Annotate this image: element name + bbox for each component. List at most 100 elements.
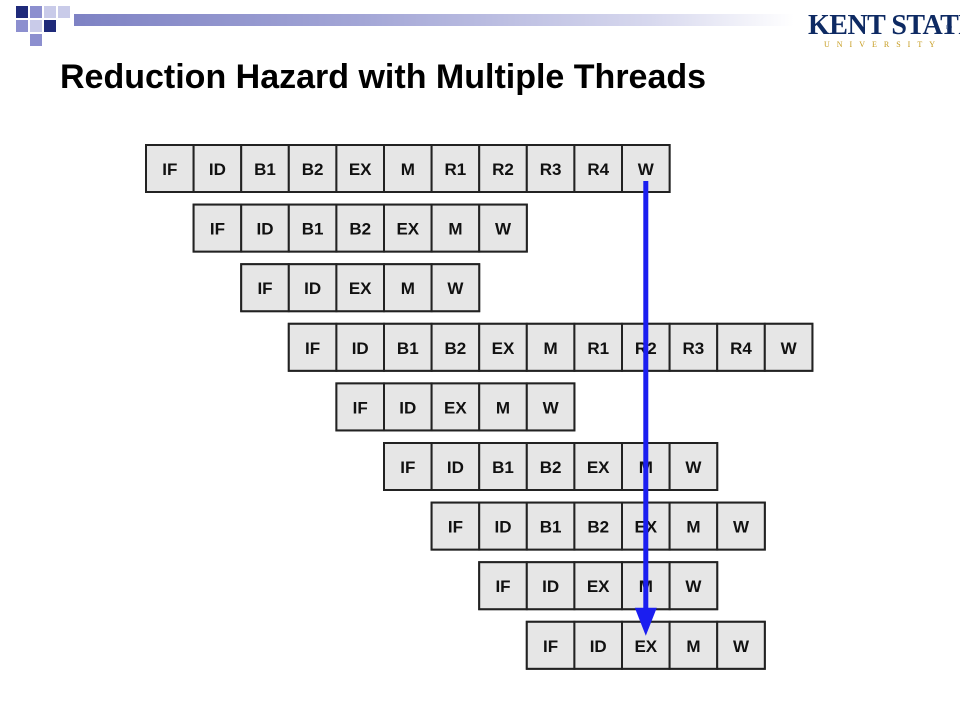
stage-cell <box>525 382 576 432</box>
stage-label: W <box>685 577 702 596</box>
stage-cell <box>525 561 576 611</box>
stage-label: M <box>496 398 510 417</box>
kent-state-logo: KENT STATE ® UNIVERSITY <box>794 6 960 54</box>
slide-title: Reduction Hazard with Multiple Threads <box>60 58 707 96</box>
stage-cell <box>240 263 290 313</box>
stage-label: ID <box>495 518 512 537</box>
stage-label: ID <box>399 398 416 417</box>
stage-cell <box>478 322 528 372</box>
stage-label: M <box>448 220 462 239</box>
stage-label: B1 <box>397 339 419 358</box>
stage-cell <box>430 501 481 551</box>
stage-label: ID <box>542 577 559 596</box>
stage-cell <box>478 144 528 193</box>
stage-label: M <box>686 518 700 537</box>
stage-label: EX <box>587 458 610 477</box>
stage-cell <box>573 620 624 670</box>
stage-label: IF <box>543 637 558 656</box>
stage-cell <box>240 203 290 253</box>
stage-cell <box>383 144 433 193</box>
stage-label: R3 <box>683 339 705 358</box>
stage-cell <box>192 203 243 253</box>
stage-cell <box>573 501 624 551</box>
stage-label: W <box>638 160 655 179</box>
stage-cell <box>383 442 433 491</box>
stage-cell <box>478 382 528 432</box>
stage-cell <box>287 144 338 193</box>
stage-label: W <box>495 220 512 239</box>
stage-cell <box>478 561 528 611</box>
stage-label: W <box>447 279 464 298</box>
stage-label: EX <box>492 339 515 358</box>
stage-cell <box>573 144 624 193</box>
deco-square <box>44 20 56 32</box>
stage-label: W <box>733 518 750 537</box>
stage-cell <box>383 203 433 253</box>
deco-square <box>30 6 42 18</box>
stage-label: IF <box>162 160 177 179</box>
stage-label: B1 <box>540 518 562 537</box>
stage-label: M <box>686 637 700 656</box>
dependency-arrow-head <box>634 607 657 636</box>
stage-label: B2 <box>445 339 467 358</box>
stage-cell <box>668 442 719 491</box>
stage-label: W <box>685 458 702 477</box>
stage-label: B2 <box>587 518 609 537</box>
stage-label: ID <box>209 160 226 179</box>
stage-cell <box>668 561 719 611</box>
stage-cell <box>383 382 433 432</box>
deco-square <box>58 6 70 18</box>
stage-label: W <box>781 339 798 358</box>
stage-label: B1 <box>302 220 324 239</box>
stage-label: B2 <box>349 220 371 239</box>
stage-cell <box>478 501 528 551</box>
stage-cell <box>573 561 624 611</box>
stage-label: IF <box>210 220 225 239</box>
stage-cell <box>573 442 624 491</box>
stage-cell <box>287 263 338 313</box>
stage-label: B1 <box>492 458 514 477</box>
stage-label: M <box>401 160 415 179</box>
stage-cell <box>763 322 814 372</box>
stage-cell <box>335 263 385 313</box>
stage-label: W <box>543 398 560 417</box>
stage-cell <box>716 620 766 670</box>
deco-square <box>30 20 42 32</box>
stage-cell <box>668 620 719 670</box>
stage-label: EX <box>634 637 657 656</box>
stage-label: ID <box>257 220 274 239</box>
stage-label: R1 <box>587 339 609 358</box>
deco-square <box>44 6 56 18</box>
stage-cell <box>287 203 338 253</box>
stage-cell <box>145 144 195 193</box>
stage-cell <box>383 322 433 372</box>
stage-label: ID <box>304 279 321 298</box>
stage-label: R4 <box>587 160 609 179</box>
stage-cell <box>430 322 481 372</box>
logo-wordmark: KENT STATE <box>808 10 960 41</box>
stage-label: R2 <box>492 160 514 179</box>
header-gradient-bar <box>74 14 794 26</box>
stage-cell <box>478 203 528 253</box>
stage-cell <box>335 322 385 372</box>
stage-cell <box>192 144 243 193</box>
stage-cell <box>430 144 481 193</box>
deco-square <box>16 20 28 32</box>
stage-cell <box>525 322 576 372</box>
stage-label: M <box>401 279 415 298</box>
stage-label: ID <box>447 458 464 477</box>
stage-label: ID <box>590 637 607 656</box>
stage-label: W <box>733 637 750 656</box>
corner-decoration <box>16 6 70 46</box>
stage-label: ID <box>352 339 369 358</box>
stage-label: B1 <box>254 160 276 179</box>
logo-registered-mark: ® <box>946 23 952 32</box>
stage-label: B2 <box>302 160 324 179</box>
stage-label: IF <box>495 577 510 596</box>
